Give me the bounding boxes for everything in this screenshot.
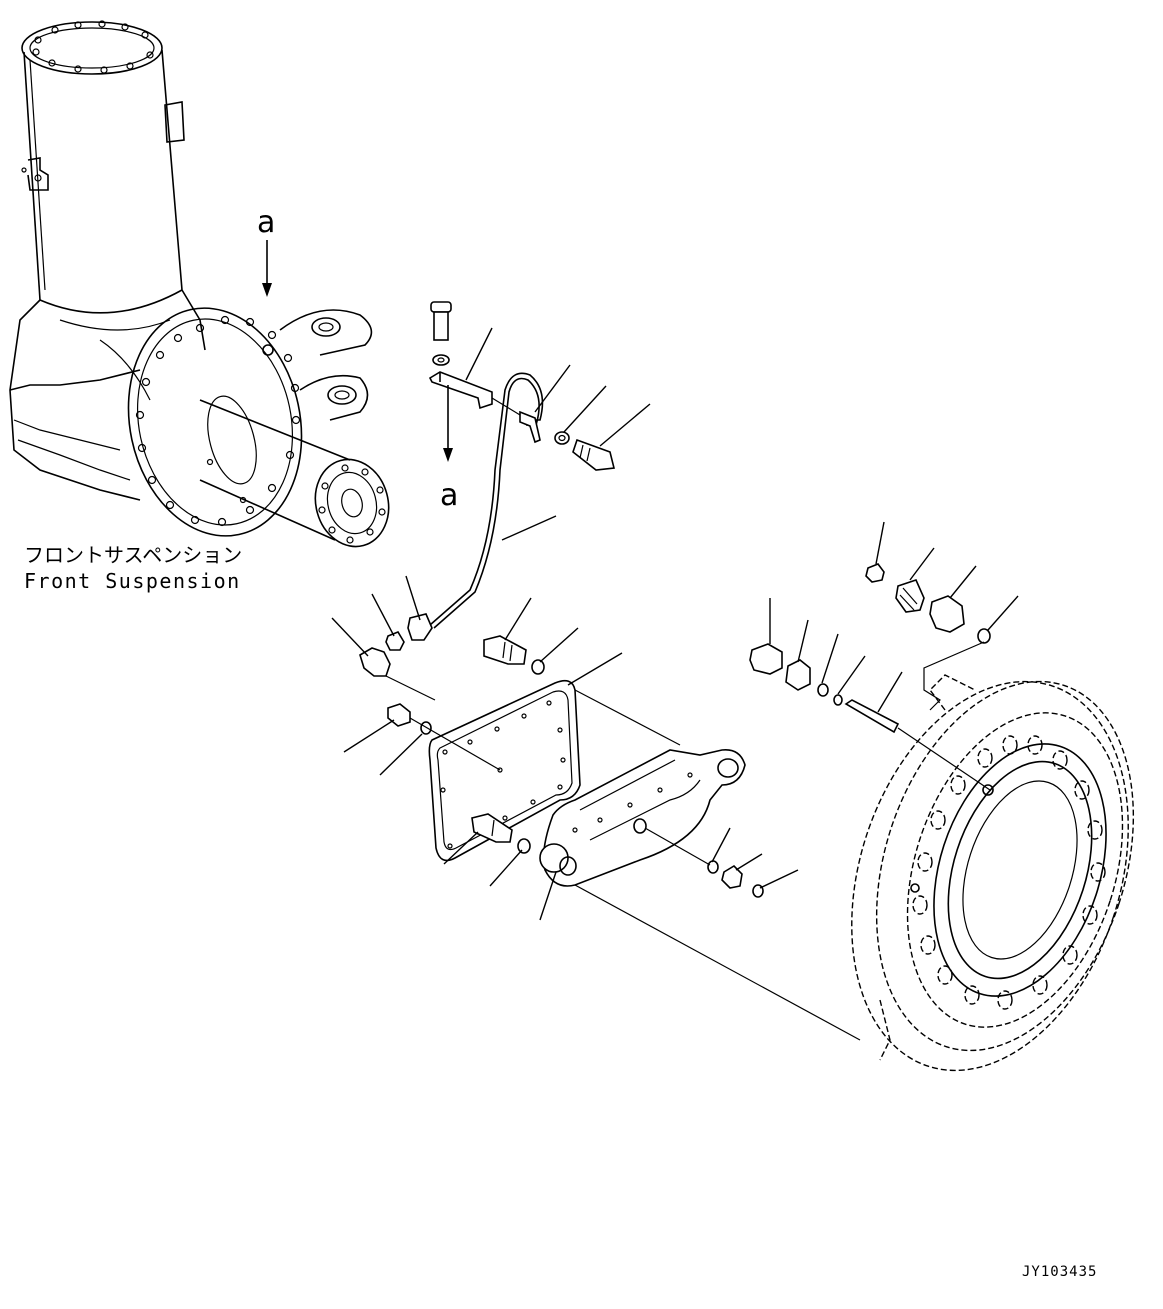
cylinder-bolt-holes <box>32 20 154 74</box>
hub-holes <box>912 735 1106 1010</box>
marker-a-bottom: a <box>440 478 458 513</box>
marker-a-hole <box>262 344 274 356</box>
cover-plate-holes <box>440 700 566 849</box>
brake-arm <box>539 748 746 887</box>
spindle-bolt-holes <box>318 464 386 544</box>
caption: フロントサスペンション Front Suspension <box>24 543 242 593</box>
sensor-bracket-group: a <box>428 301 615 629</box>
svg-text:a: a <box>257 205 275 240</box>
right-fittings <box>749 563 991 734</box>
leader-lines <box>331 327 1019 921</box>
left-fittings <box>359 613 581 862</box>
caption-english: Front Suspension <box>24 569 241 593</box>
front-suspension-assembly <box>9 20 390 548</box>
marker-a-top: a <box>257 205 275 297</box>
wheel-hub <box>851 674 1135 1072</box>
assembly-lines <box>385 641 991 1041</box>
arm-fittings <box>707 860 764 898</box>
caption-japanese: フロントサスペンション <box>24 543 242 567</box>
flange-bolt-holes <box>135 315 301 527</box>
drawing-id: JY103435 <box>1022 1264 1097 1280</box>
